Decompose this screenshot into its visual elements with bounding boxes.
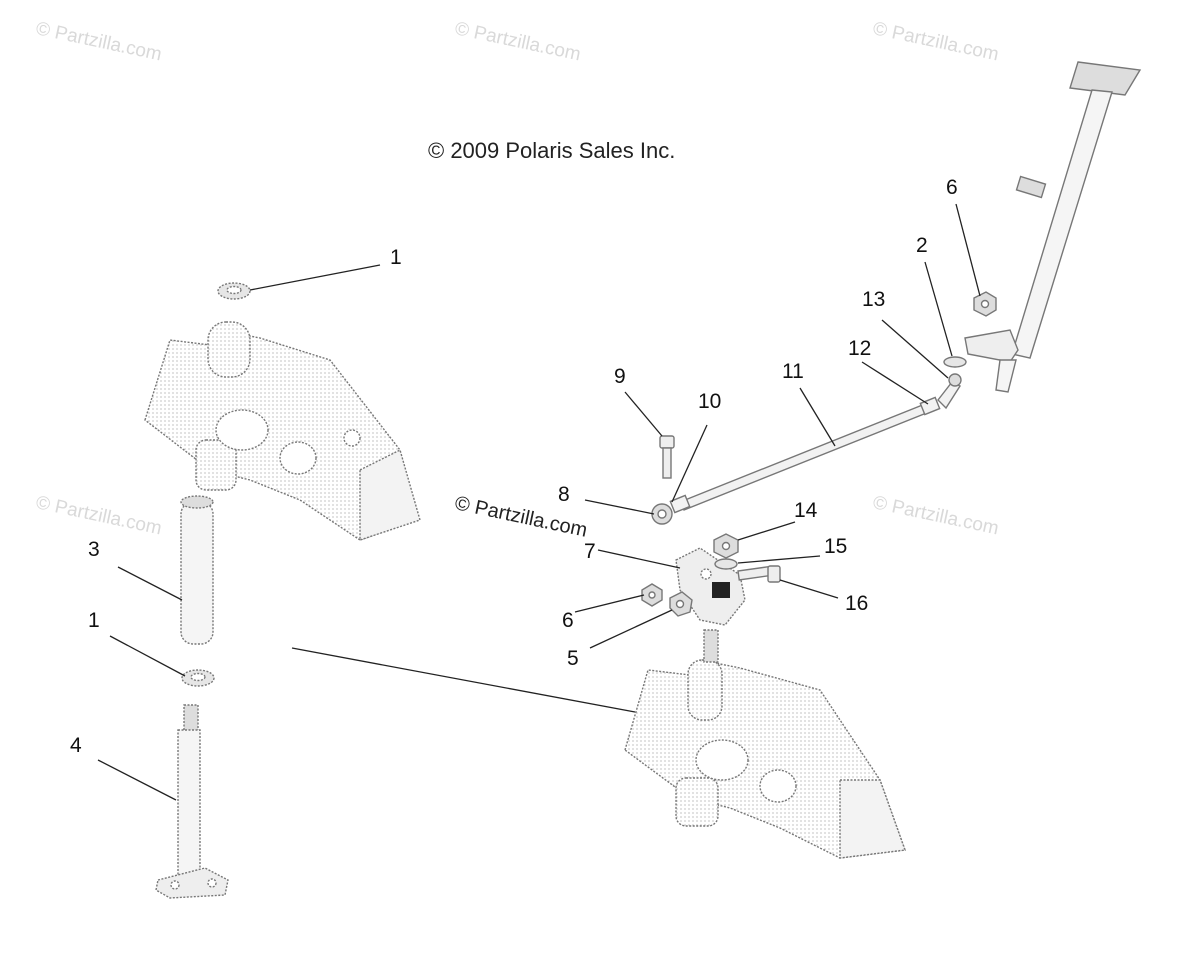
- callout-15: 15: [824, 535, 847, 558]
- nut-fourteen: [713, 533, 739, 559]
- callout-1-lower: 1: [88, 609, 100, 632]
- callout-4: 4: [70, 734, 82, 757]
- callout-6-upper: 6: [946, 176, 958, 199]
- frame-housing-upper: [144, 321, 421, 541]
- bolt-nine: [659, 435, 675, 479]
- callout-7: 7: [584, 540, 596, 563]
- washer-fifteen: [714, 558, 738, 570]
- washer-top: [217, 282, 251, 300]
- nut-five: [669, 591, 693, 617]
- callout-12: 12: [848, 337, 871, 360]
- callout-11: 11: [782, 360, 804, 383]
- callout-13: 13: [862, 288, 885, 311]
- callout-9: 9: [614, 365, 626, 388]
- callout-8: 8: [558, 483, 570, 506]
- callout-1-top: 1: [390, 246, 402, 269]
- copyright-notice: © 2009 Polaris Sales Inc.: [428, 138, 676, 163]
- callout-5: 5: [567, 647, 579, 670]
- callout-10: 10: [698, 390, 721, 413]
- steering-post: [155, 704, 229, 899]
- callout-14: 14: [794, 499, 818, 522]
- frame-housing-lower: [624, 629, 906, 859]
- nut-lower: [641, 583, 663, 607]
- nut-upper: [973, 291, 997, 317]
- leader-lines: [97, 203, 981, 801]
- washer-two: [943, 356, 967, 368]
- callout-6-lower: 6: [562, 609, 574, 632]
- callout-2: 2: [916, 234, 928, 257]
- steering-column: [964, 61, 1142, 393]
- spindle-tube: [180, 495, 214, 645]
- callout-labels: 1 3 1 4 6 2 13 12 11 9 10 8 7 6 5 14 15 …: [70, 176, 958, 757]
- callout-16: 16: [845, 592, 868, 615]
- bolt-sixteen: [737, 565, 781, 583]
- callout-3: 3: [88, 538, 100, 561]
- washer-lower: [181, 669, 215, 687]
